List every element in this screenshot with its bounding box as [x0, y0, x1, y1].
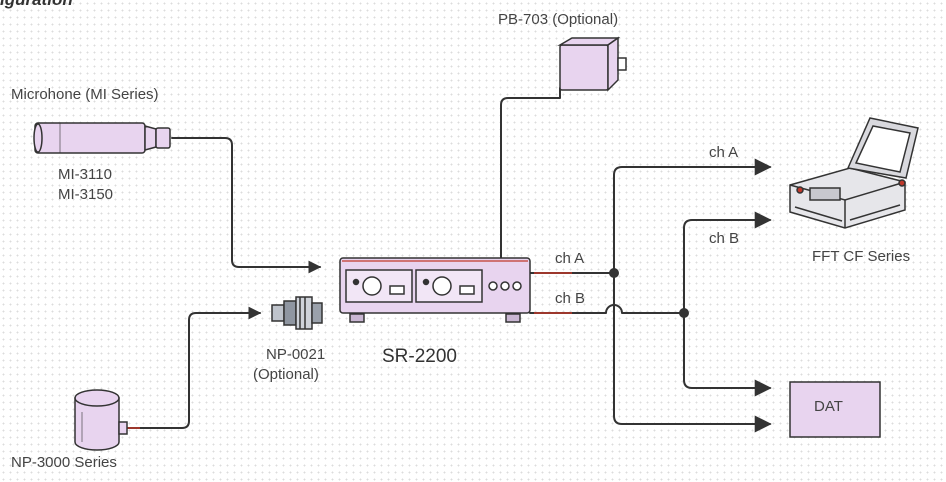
analyzer-ch-b-label: ch B [709, 230, 740, 247]
accelerometer-label: NP-3000 Series [11, 454, 117, 471]
main-unit-label: SR-2200 [382, 346, 457, 367]
ch-a-to-dat [613, 272, 772, 433]
power-cable [500, 87, 561, 261]
dat-label: DAT [814, 398, 843, 415]
junction-ch-b [679, 308, 689, 318]
adapter-device [271, 296, 323, 330]
mic-cable [171, 137, 322, 274]
mic-model-1: MI-3110 [58, 166, 112, 183]
adapter-model-label: NP-0021 [266, 346, 326, 363]
main-unit-device [339, 257, 531, 323]
output-ch-b-line [529, 304, 685, 314]
power-supply-label: PB-703 (Optional) [498, 11, 619, 28]
figure-heading-fragment: iguration [0, 0, 73, 10]
ch-a-to-analyzer [613, 158, 772, 274]
output-ch-a-label: ch A [555, 250, 585, 267]
analyzer-device [789, 117, 919, 229]
adapter-optional-label: (Optional) [253, 366, 319, 383]
mic-model-2: MI-3150 [58, 186, 114, 203]
ch-b-to-analyzer [683, 211, 772, 314]
microphone-device [33, 122, 171, 154]
analyzer-ch-a-label: ch A [709, 144, 739, 161]
sensor-cable [127, 306, 262, 429]
microphone-heading: Microhone (MI Series) [11, 86, 159, 103]
junction-ch-a [609, 268, 619, 278]
power-supply-device [557, 36, 627, 92]
ch-b-to-dat [683, 312, 772, 397]
analyzer-label: FFT CF Series [812, 248, 911, 265]
dat-recorder-device [789, 381, 881, 438]
output-ch-b-label: ch B [555, 290, 586, 307]
accelerometer-device [74, 389, 128, 451]
